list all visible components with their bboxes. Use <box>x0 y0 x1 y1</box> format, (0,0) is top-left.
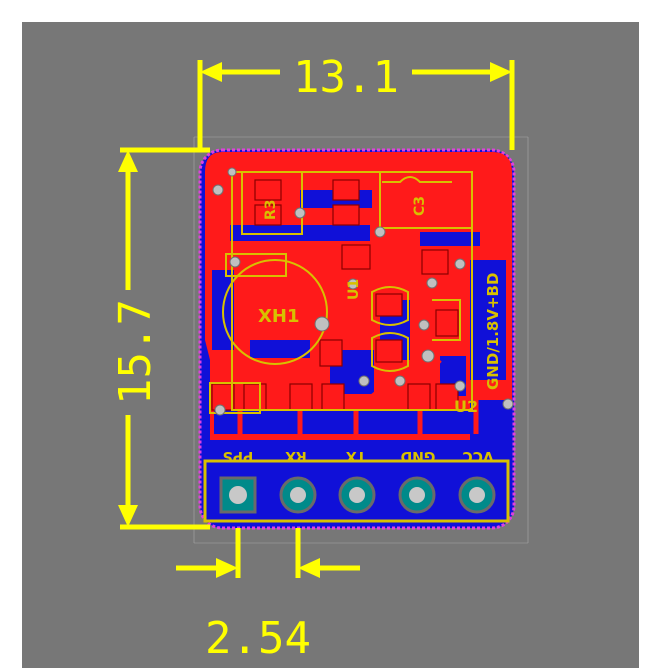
pin-label-vcc: VCC <box>462 448 493 464</box>
silkscreen-outlines <box>203 171 510 523</box>
header-hole <box>229 486 247 504</box>
crystal-outline <box>222 259 328 365</box>
width-dimension-label: 13.1 <box>293 52 399 103</box>
placement-grid <box>193 136 529 544</box>
pin-label-rx: RX <box>285 448 307 464</box>
side-label: GND/1.8V+BD <box>484 273 502 390</box>
pin-label-pps: PPS <box>223 448 254 464</box>
pin-labels: PPS RX TX GND VCC <box>223 448 494 464</box>
header-pads <box>219 476 496 514</box>
vias <box>212 167 514 416</box>
pin-label-gnd: GND <box>401 448 436 464</box>
crystal-label: XH1 <box>258 306 299 327</box>
pitch-dimension-label: 2.54 <box>205 613 311 664</box>
dimension-arrows <box>118 62 512 578</box>
height-dimension-label: 15.7 <box>110 299 161 405</box>
pin-label-tx: TX <box>346 448 367 464</box>
chip-label-u2: U2 <box>454 397 478 416</box>
chip-label-u1: U1 <box>346 279 362 300</box>
resistor-label: R3 <box>263 199 279 220</box>
capacitor-label: C3 <box>412 196 428 216</box>
